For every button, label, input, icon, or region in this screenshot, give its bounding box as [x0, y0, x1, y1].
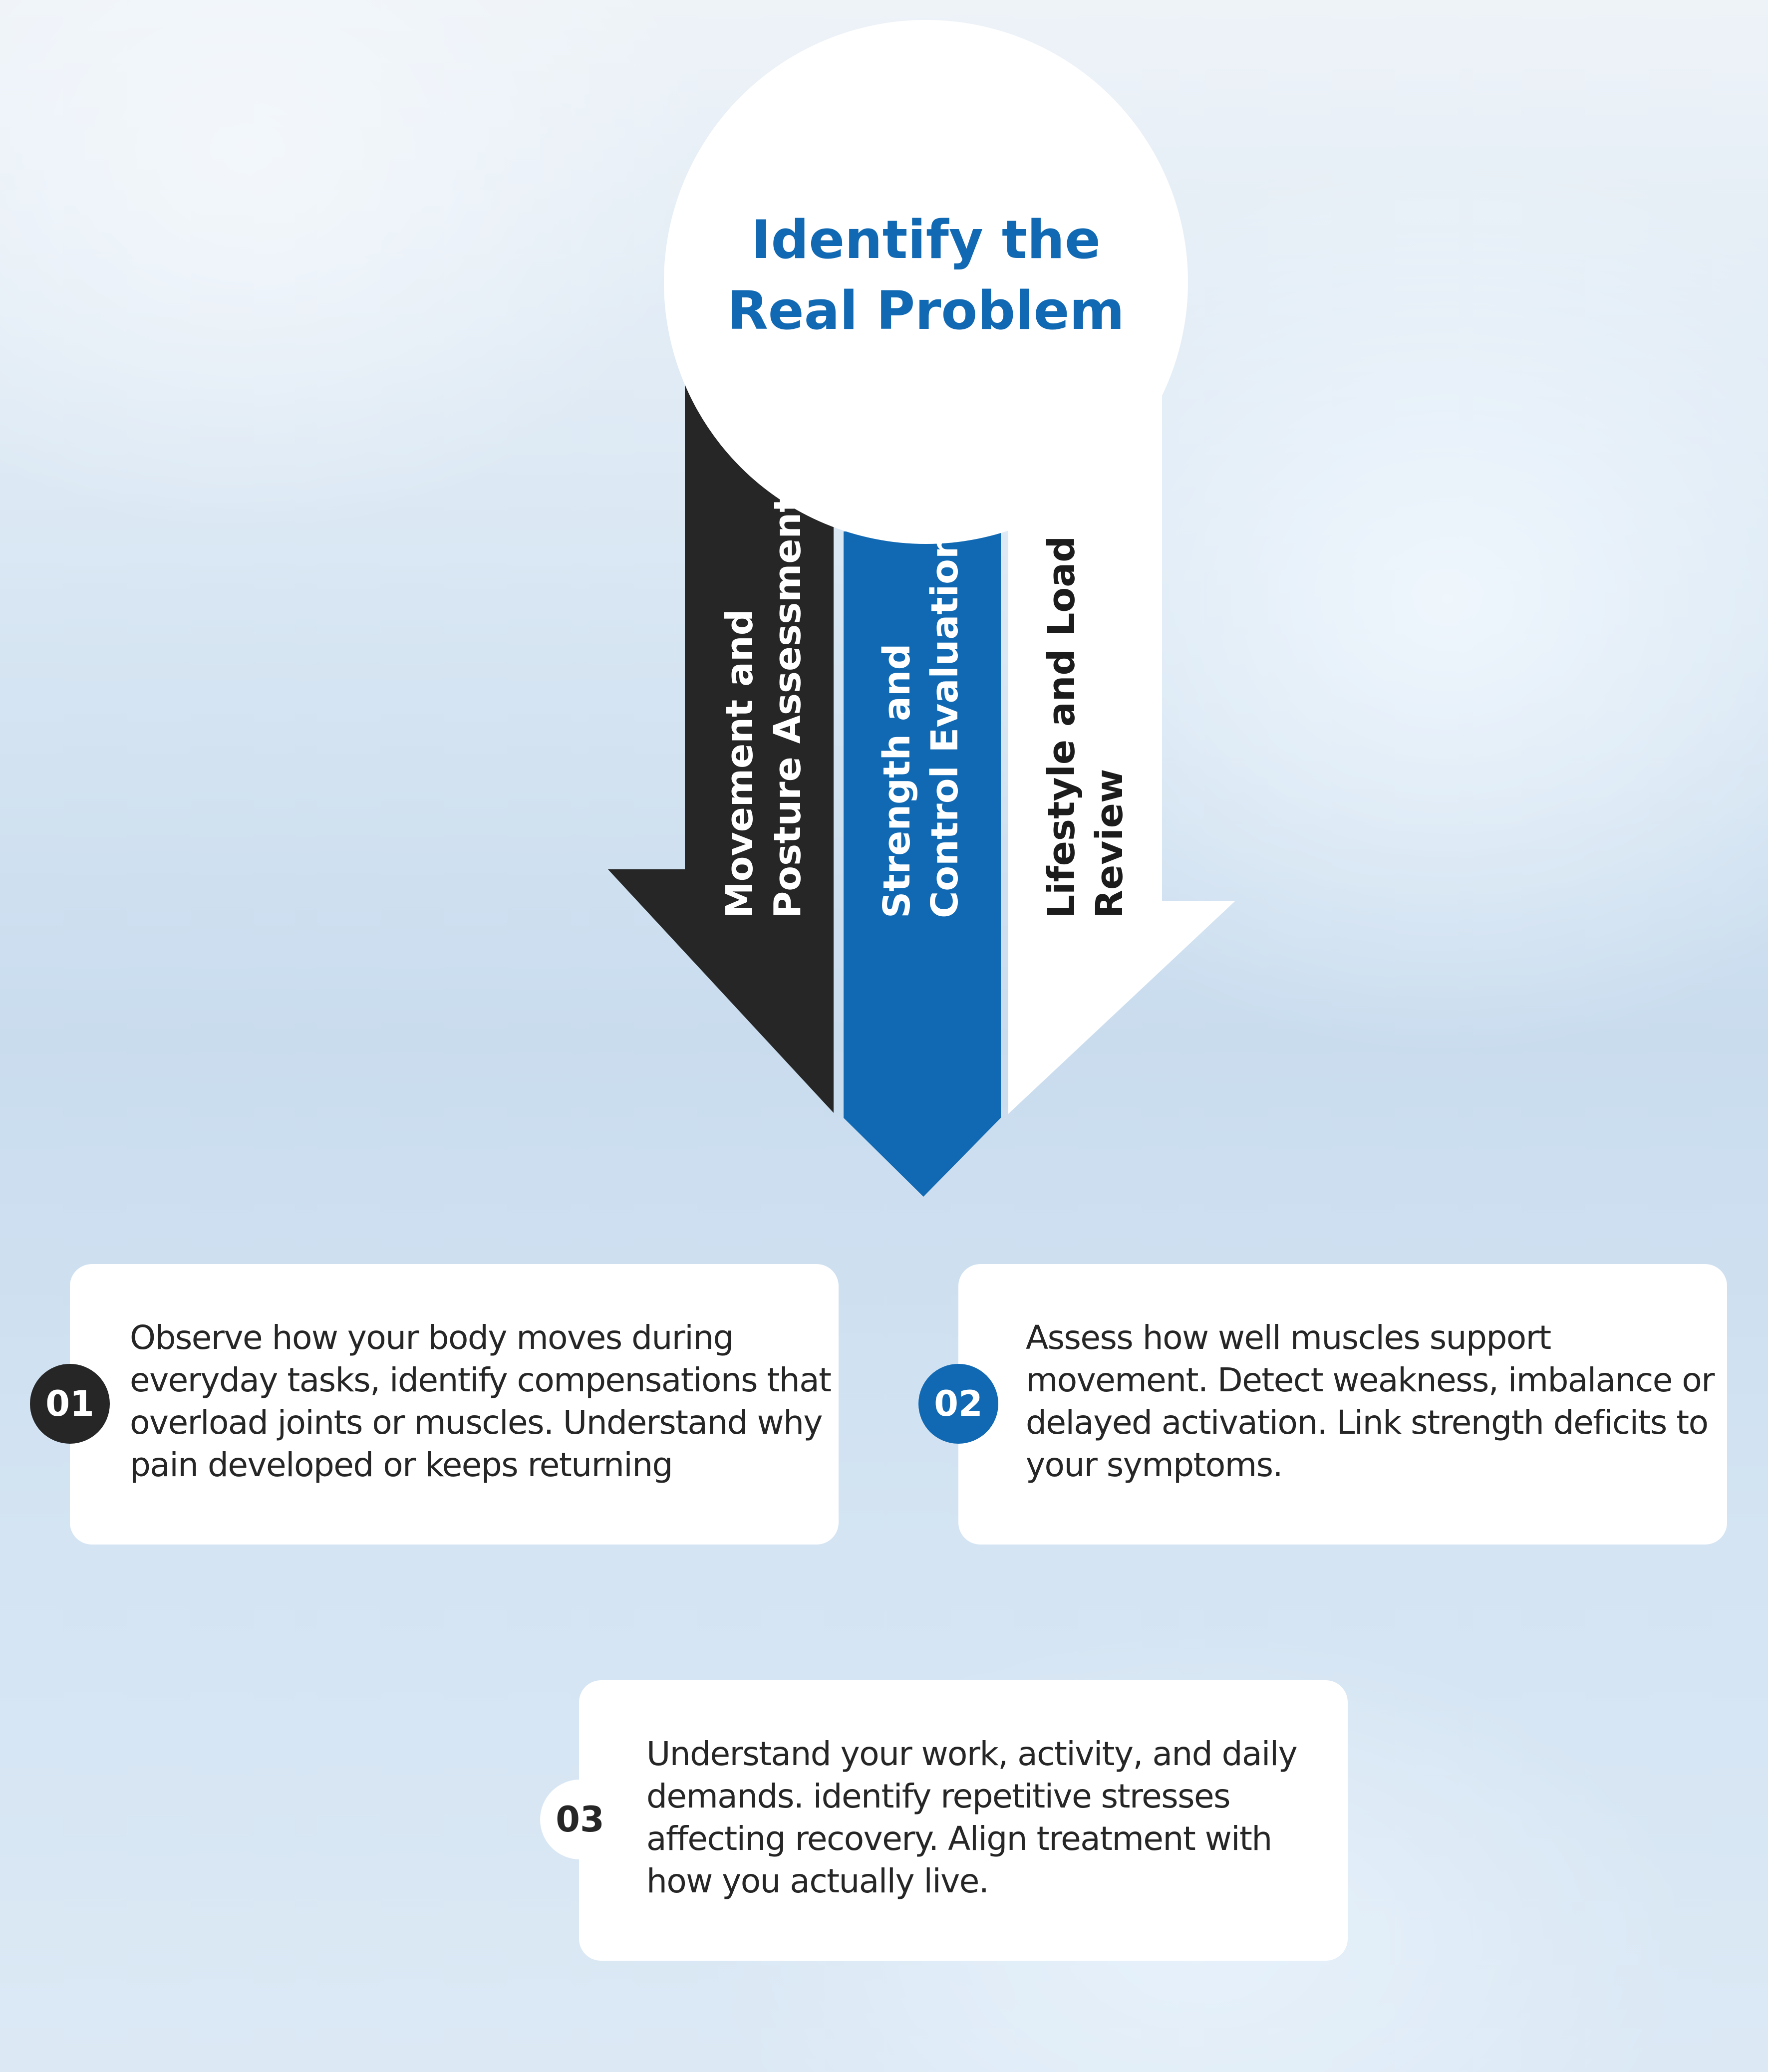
title-circle [664, 20, 1188, 544]
arrow-graphic [608, 20, 1235, 1197]
arrow-label-line-1: Movement and [718, 609, 761, 918]
arrow-label-line-2: Control Evaluation [923, 532, 966, 918]
arrow-label-movement: Movement and Posture Assessment [714, 469, 814, 918]
step-number-badge-1: 01 [30, 1364, 110, 1444]
arrow-label-line-2: Posture Assessment [766, 495, 809, 918]
step-card-text: Understand your work, activity, and dail… [646, 1735, 1298, 1900]
movement-arrow [608, 379, 834, 1113]
arrow-label-line-2: Review [1088, 769, 1131, 918]
step-card-2: Assess how well muscles support movement… [958, 1264, 1727, 1545]
assessment-diagram: Identify the Real Problem Movement and P… [608, 20, 1235, 1197]
step-card-text: Observe how your body moves during every… [130, 1318, 832, 1484]
arrow-label-line-1: Strength and [876, 643, 918, 918]
arrow-label-line-1: Lifestyle and Load [1040, 535, 1083, 918]
strength-arrow [844, 531, 1001, 1197]
step-card-text: Assess how well muscles support movement… [1026, 1318, 1715, 1484]
arrow-label-lifestyle: Lifestyle and Load Review [1036, 469, 1136, 918]
step-card-1: Observe how your body moves during every… [70, 1264, 839, 1545]
step-number-badge-3: 03 [540, 1780, 620, 1859]
step-number-badge-2: 02 [918, 1364, 998, 1444]
step-card-3: Understand your work, activity, and dail… [579, 1680, 1348, 1961]
lifestyle-arrow [1008, 349, 1235, 1114]
arrow-label-strength: Strength and Control Evaluation [871, 469, 971, 918]
